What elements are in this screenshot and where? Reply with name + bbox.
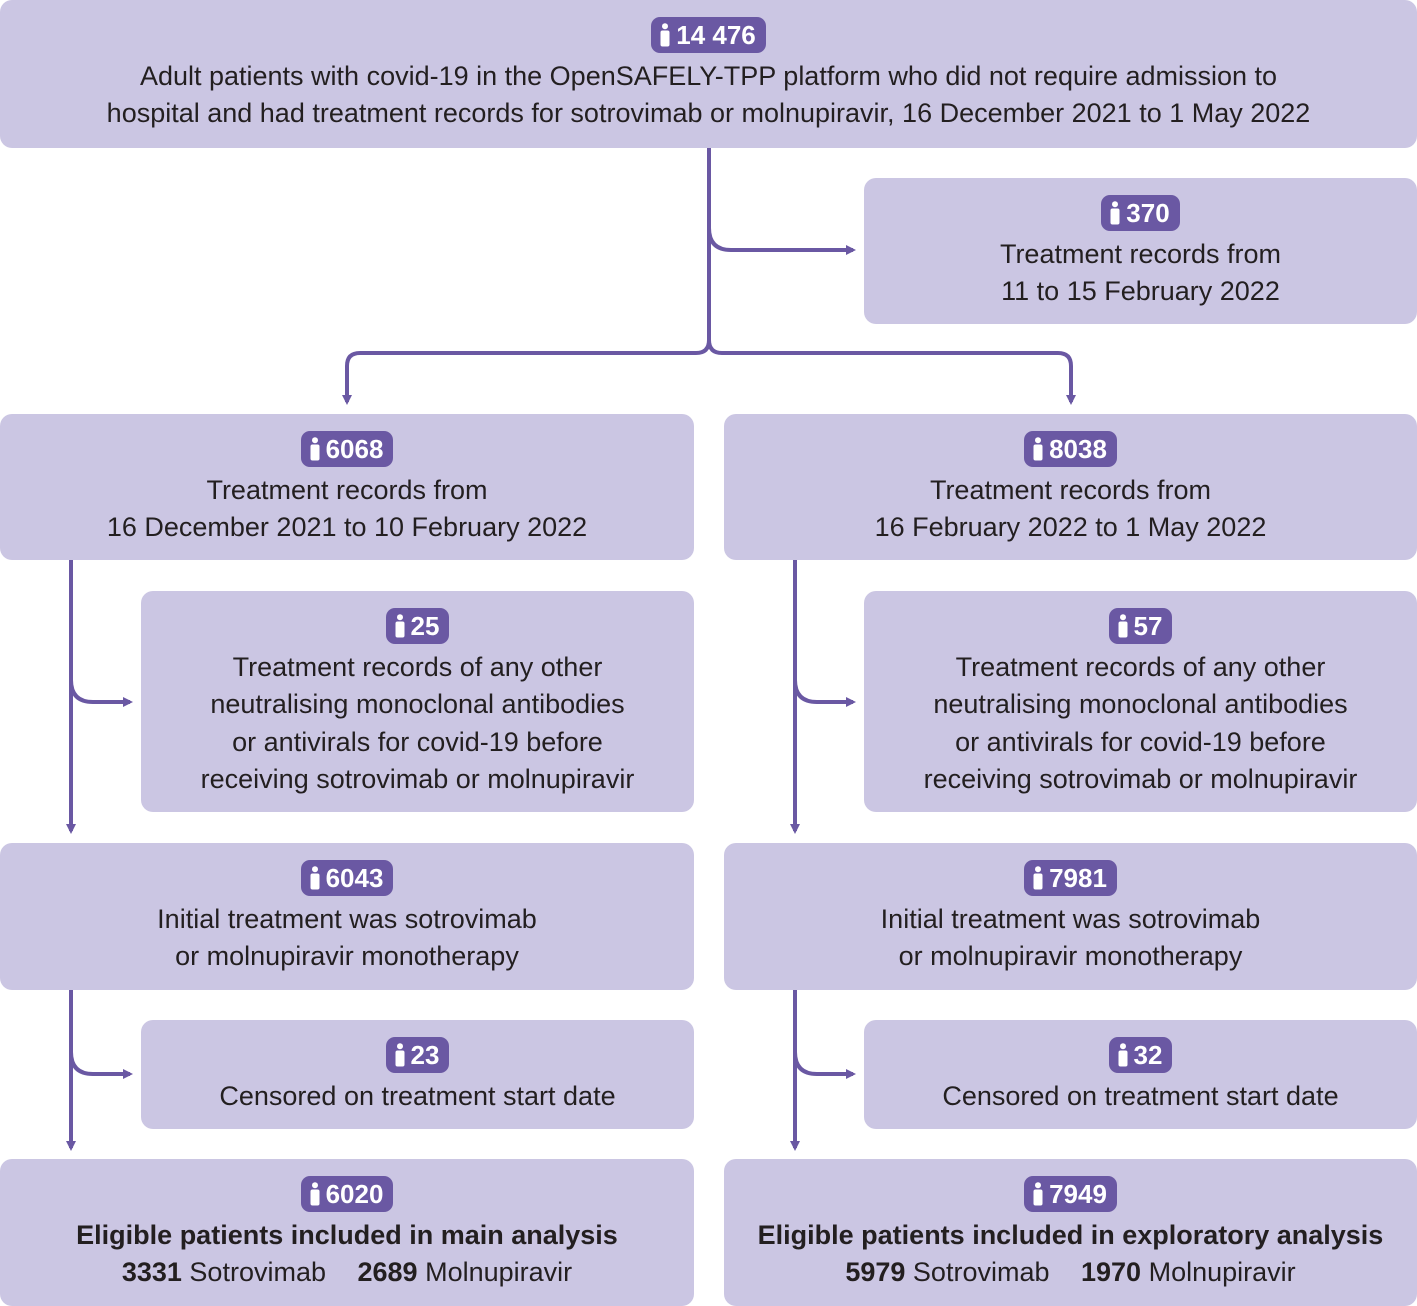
left-arrow-excl1 [69,679,133,707]
count-badge: 57 [1108,608,1173,644]
count-badge: 6043 [300,860,394,896]
final-breakdown: 5979 Sotrovimab 1970 Molnupiravir [724,1254,1417,1292]
box-text: Treatment records of any other neutralis… [923,651,1358,795]
person-icon [310,1182,320,1206]
right-censored-box: 32 Censored on treatment start date [864,1020,1417,1129]
count-value: 8038 [1049,434,1107,464]
count-value: 14 476 [676,20,756,50]
right-final-box: 7949 Eligible patients included in explo… [724,1159,1417,1306]
excluded-feb-box: 370 Treatment records from 11 to 15 Febr… [864,178,1417,324]
count-badge: 6020 [300,1176,394,1212]
right-arrow-excl1 [793,679,856,707]
count-badge: 32 [1108,1037,1173,1073]
person-icon [1033,437,1043,461]
right-arrow-excl2 [793,1051,856,1079]
sotrovimab-count: 5979 [845,1257,906,1287]
person-icon [310,437,320,461]
right-exclusion-other-treatments-box: 57 Treatment records of any other neutra… [864,591,1417,812]
count-badge: 6068 [300,431,394,467]
left-period-box: 6068 Treatment records from 16 December … [0,414,694,560]
person-icon [395,1043,405,1067]
box-text: Censored on treatment start date [942,1080,1339,1111]
box-text: Treatment records from 16 December 2021 … [106,474,588,543]
box-text: Initial treatment was sotrovimab or moln… [880,903,1261,972]
left-monotherapy-box: 6043 Initial treatment was sotrovimab or… [0,843,694,990]
count-badge: 25 [385,608,450,644]
count-value: 6068 [325,434,384,464]
final-breakdown: 3331 Sotrovimab 2689 Molnupiravir [0,1254,694,1292]
final-title: Eligible patients included in explorator… [757,1219,1384,1250]
count-value: 6043 [325,863,384,893]
box-text: Censored on treatment start date [219,1080,616,1111]
person-icon [660,23,670,47]
molnupiravir-label: Molnupiravir [425,1257,573,1287]
count-badge: 7981 [1024,860,1117,896]
left-censored-box: 23 Censored on treatment start date [141,1020,694,1129]
box-text: Treatment records from 16 February 2022 … [874,474,1267,543]
person-icon [395,614,405,638]
person-icon [1118,614,1128,638]
count-badge: 370 [1101,195,1180,231]
sotrovimab-count: 3331 [121,1257,182,1287]
count-value: 23 [410,1040,440,1070]
right-period-box: 8038 Treatment records from 16 February … [724,414,1417,560]
molnupiravir-count: 2689 [357,1257,418,1287]
molnupiravir-label: Molnupiravir [1148,1257,1296,1287]
count-value: 32 [1133,1040,1163,1070]
count-value: 6020 [325,1179,384,1209]
split-left [342,339,711,405]
left-exclusion-other-treatments-box: 25 Treatment records of any other neutra… [141,591,694,812]
person-icon [1033,1182,1043,1206]
count-value: 57 [1133,611,1163,641]
split-right [707,339,1076,405]
count-badge: 7949 [1024,1176,1117,1212]
sotrovimab-label: Sotrovimab [912,1257,1050,1287]
count-value: 25 [410,611,440,641]
right-monotherapy-box: 7981 Initial treatment was sotrovimab or… [724,843,1417,990]
count-badge: 23 [385,1037,450,1073]
left-final-box: 6020 Eligible patients included in main … [0,1159,694,1306]
count-badge: 14 476 [651,17,766,53]
box-text: Initial treatment was sotrovimab or moln… [157,903,537,972]
person-icon [310,866,320,890]
start-box: 14 476 Adult patients with covid-19 in t… [0,0,1417,148]
box-text: Treatment records from 11 to 15 February… [999,238,1282,307]
count-value: 7981 [1049,863,1107,893]
person-icon [1118,1043,1128,1067]
left-arrow-excl2 [69,1051,133,1079]
count-value: 7949 [1049,1179,1107,1209]
count-value: 370 [1126,198,1170,228]
person-icon [1110,201,1120,225]
sotrovimab-label: Sotrovimab [189,1257,326,1287]
person-icon [1033,866,1043,890]
count-badge: 8038 [1024,431,1117,467]
molnupiravir-count: 1970 [1081,1257,1142,1287]
final-title: Eligible patients included in main analy… [76,1219,618,1250]
box-text: Treatment records of any other neutralis… [200,651,635,795]
box-text: Adult patients with covid-19 in the Open… [106,60,1311,129]
arrow-to-excluded-feb [707,227,856,255]
